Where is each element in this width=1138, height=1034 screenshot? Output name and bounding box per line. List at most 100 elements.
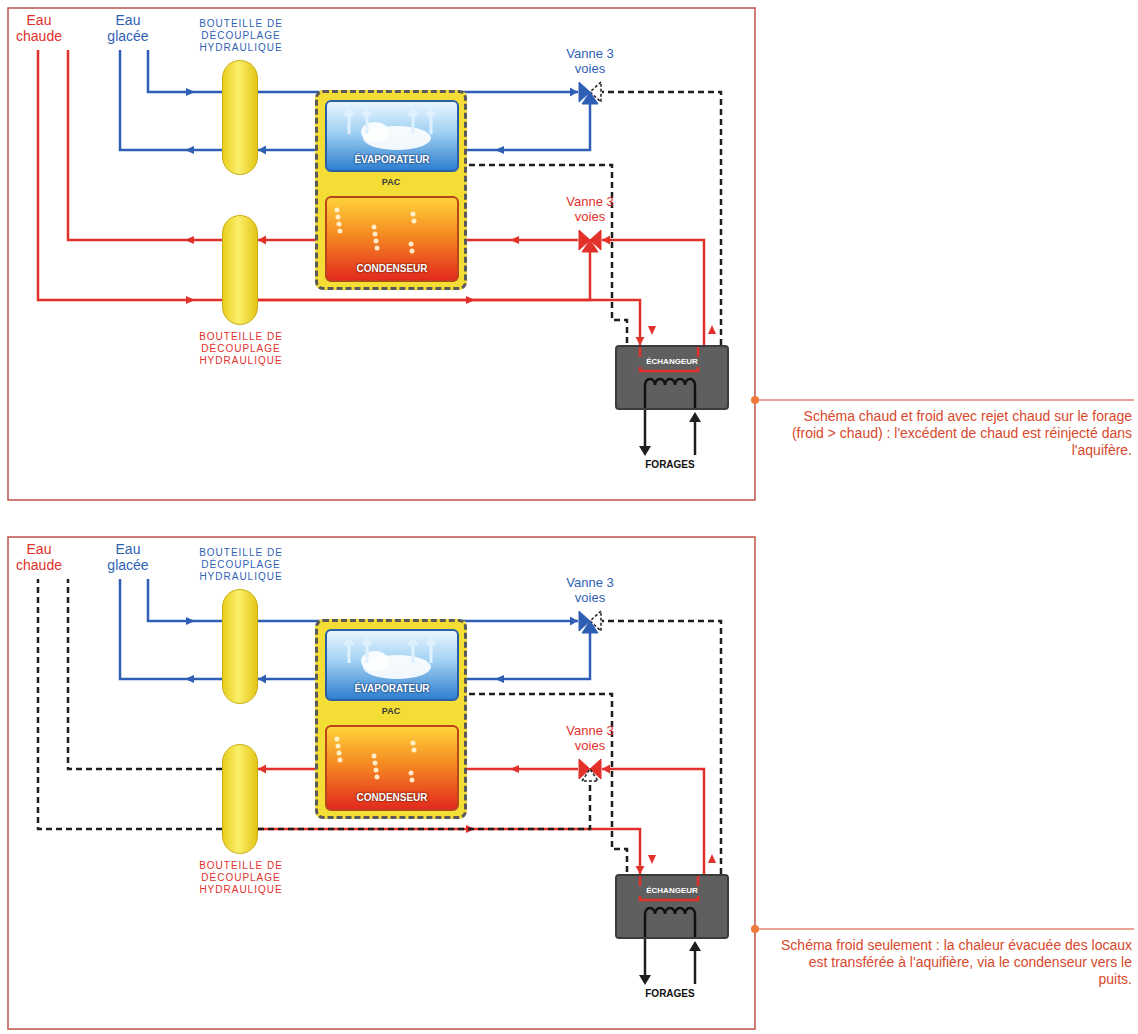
leader-line	[755, 400, 1134, 401]
pipe-line	[459, 633, 590, 679]
pipe-line	[459, 768, 578, 771]
ice-illustration	[327, 633, 453, 683]
vapour-arrow	[345, 110, 353, 134]
valve-label: Vanne 3 voies	[550, 46, 630, 76]
pipe-connector	[459, 165, 627, 345]
leader-line	[755, 929, 1134, 930]
exchanger-label: ÉCHANGEUR	[617, 886, 727, 896]
arrow-head	[258, 236, 266, 245]
condenser: CONDENSEUR	[325, 196, 459, 282]
well-label: FORAGES	[620, 459, 720, 471]
bottle-label: BOUTEILLE DE DÉCOUPLAGE HYDRAULIQUE	[166, 331, 316, 367]
panel-frame	[8, 8, 755, 500]
pipe	[68, 50, 222, 240]
vapour-arrow	[427, 639, 435, 663]
pipe	[68, 579, 222, 769]
arrow-head	[570, 617, 578, 626]
evaporator: ÉVAPORATEUR	[325, 629, 459, 701]
well-pipe	[694, 420, 697, 455]
pipe	[38, 50, 222, 300]
evaporator-label: ÉVAPORATEUR	[327, 154, 457, 166]
valve-label: Vanne 3 voies	[550, 194, 630, 224]
condenser-label: CONDENSEUR	[327, 263, 457, 275]
droplet	[337, 222, 342, 227]
arrow-head	[636, 337, 645, 345]
arrow-head	[258, 146, 266, 155]
coil-well	[645, 379, 695, 408]
flow-arrow	[185, 675, 194, 683]
arrow-head	[602, 236, 610, 245]
condenser: CONDENSEUR	[325, 725, 459, 811]
pipe-connector	[602, 92, 721, 345]
leader-dot	[751, 925, 759, 933]
droplet	[375, 775, 380, 780]
droplet	[337, 751, 342, 756]
flow-arrow	[185, 236, 194, 244]
droplet	[372, 754, 377, 759]
droplet	[338, 229, 343, 234]
flow-arrow	[185, 146, 194, 154]
pipe	[120, 50, 222, 150]
evaporator: ÉVAPORATEUR	[325, 100, 459, 172]
arrow-head	[258, 765, 266, 774]
arrow-head	[570, 88, 578, 97]
valve-label: Vanne 3 voies	[550, 575, 630, 605]
heat-exchanger: ÉCHANGEUR	[615, 874, 729, 939]
valve-port	[582, 92, 598, 104]
droplet	[412, 748, 417, 753]
pipe	[148, 579, 222, 621]
droplet	[372, 225, 377, 230]
flow-arrow	[708, 854, 716, 863]
well-arrow	[689, 412, 701, 422]
decoupling-bottle: BOUTEILLE DE DÉCOUPLAGE HYDRAULIQUE	[222, 60, 258, 175]
panel-caption: Schéma froid seulement : la chaleur évac…	[772, 937, 1132, 988]
pipe	[148, 50, 222, 92]
droplet	[375, 246, 380, 251]
three-way-valve: Vanne 3 voies	[578, 80, 602, 104]
valve-port	[582, 769, 598, 781]
pipe-connector	[459, 104, 590, 155]
leader-dot	[751, 396, 759, 404]
vapour-arrow	[409, 639, 417, 663]
pac-label: PAC	[318, 177, 464, 188]
pipe-line	[602, 92, 721, 345]
panel-frame	[8, 537, 755, 1029]
heat-pump-group: PAC ÉVAPORATEUR CONDENSEUR	[315, 619, 467, 819]
pipe-connector	[258, 829, 645, 874]
heat-exchanger: ÉCHANGEUR	[615, 345, 729, 410]
evaporator-label: ÉVAPORATEUR	[327, 683, 457, 695]
decoupling-bottle: BOUTEILLE DE DÉCOUPLAGE HYDRAULIQUE	[222, 215, 258, 325]
vapour-arrow	[363, 639, 371, 663]
pac-label: PAC	[318, 706, 464, 717]
pipe-line	[459, 165, 627, 345]
pipe-line	[602, 621, 721, 874]
droplet	[338, 758, 343, 763]
pipe-line	[602, 240, 704, 345]
pipe	[38, 579, 222, 829]
droplet	[373, 761, 378, 766]
droplet	[411, 741, 416, 746]
heat-pump-group: PAC ÉVAPORATEUR CONDENSEUR	[315, 90, 467, 290]
pipe-line	[602, 769, 704, 874]
valve-symbol	[578, 80, 602, 104]
bottle-label: BOUTEILLE DE DÉCOUPLAGE HYDRAULIQUE	[166, 860, 316, 896]
droplet	[336, 215, 341, 220]
flow-arrow	[186, 88, 195, 96]
flow-arrow	[186, 617, 195, 625]
water-label: Eau glacée	[98, 541, 158, 573]
well-label: FORAGES	[620, 988, 720, 1000]
arrow-head	[636, 866, 645, 874]
water-label: Eau glacée	[98, 12, 158, 44]
well-pipe	[694, 949, 697, 984]
valve-port	[582, 240, 598, 252]
vapour-arrow	[427, 110, 435, 134]
flow-arrow	[648, 855, 656, 864]
valve-port	[582, 621, 598, 633]
droplet	[374, 239, 379, 244]
water-label: Eau chaude	[12, 12, 66, 44]
three-way-valve: Vanne 3 voies	[578, 609, 602, 633]
decoupling-bottle: BOUTEILLE DE DÉCOUPLAGE HYDRAULIQUE	[222, 744, 258, 854]
flow-arrow	[708, 325, 716, 334]
